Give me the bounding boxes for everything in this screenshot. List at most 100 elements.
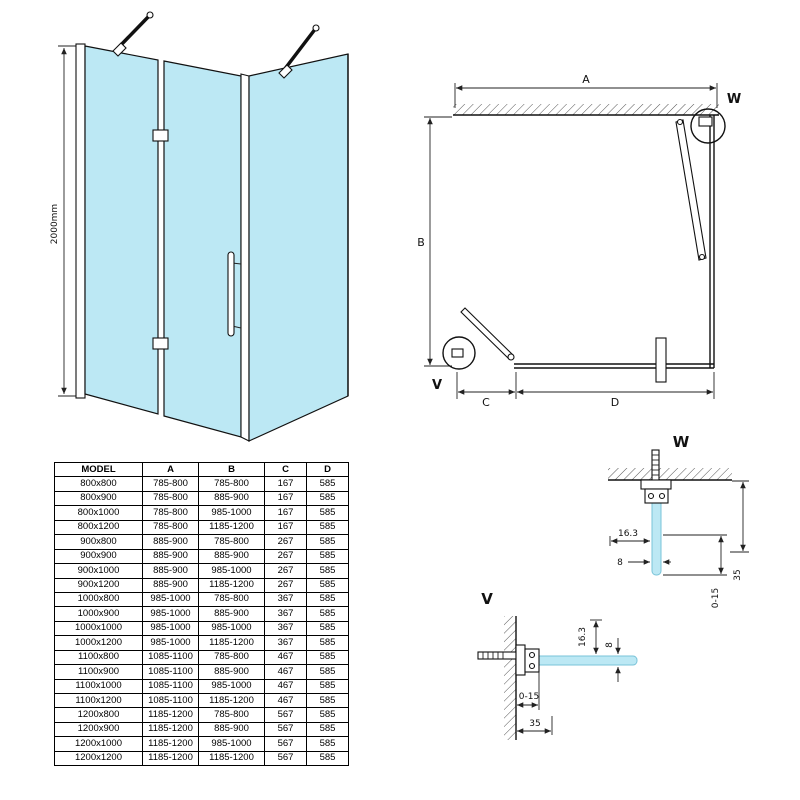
table-cell: 585 xyxy=(306,591,349,608)
detail-v-dim-35-label: 35 xyxy=(529,719,540,729)
table-cell: 267 xyxy=(264,563,307,579)
table-cell: 1100x1000 xyxy=(54,678,143,695)
table-cell: 1185-1200 xyxy=(198,635,265,651)
perspective-view: 2000mm xyxy=(50,11,349,442)
table-cell: 985-1000 xyxy=(142,606,199,622)
table-cell: 885-900 xyxy=(198,548,265,565)
column-header: C xyxy=(264,461,307,478)
dimension-d-label: D xyxy=(611,396,619,409)
detail-w-dim-8: 8 xyxy=(617,558,671,568)
corner-profile xyxy=(240,73,250,442)
detail-w-anchor-rod xyxy=(651,449,660,482)
detail-v-dim-015-label: 0-15 xyxy=(519,692,539,702)
table-cell: 585 xyxy=(306,606,349,622)
table-cell: 885-900 xyxy=(198,490,265,507)
door-glass-panel xyxy=(163,60,242,438)
detail-v-anchor-rod xyxy=(477,651,517,660)
table-cell: 585 xyxy=(306,490,349,507)
table-cell: 585 xyxy=(306,476,349,492)
support-bar-right xyxy=(278,24,320,79)
table-cell: 785-800 xyxy=(198,591,265,608)
detail-w-title: W xyxy=(673,433,690,451)
detail-w-marker: W xyxy=(690,92,741,144)
table-cell: 785-800 xyxy=(198,534,265,550)
column-header: D xyxy=(306,461,349,478)
table-cell: 367 xyxy=(264,606,307,622)
table-cell: 467 xyxy=(264,649,307,666)
table-cell: 1200x1000 xyxy=(54,736,143,752)
table-cell: 1100x800 xyxy=(54,649,143,666)
table-cell: 785-800 xyxy=(198,649,265,666)
detail-w-dim-163-label: 16.3 xyxy=(618,529,638,539)
detail-v-bracket xyxy=(515,644,540,676)
detail-w-view: W 16.3 8 xyxy=(608,433,749,608)
table-cell: 885-900 xyxy=(198,721,265,738)
detail-v-glass xyxy=(524,655,638,666)
table-cell: 585 xyxy=(306,534,349,550)
table-cell: 585 xyxy=(306,548,349,565)
detail-v-circle xyxy=(442,336,476,370)
table-cell: 985-1000 xyxy=(198,563,265,579)
table-cell: 1100x900 xyxy=(54,664,143,680)
table-cell: 1200x1200 xyxy=(54,750,143,767)
table-cell: 167 xyxy=(264,490,307,507)
detail-w-wall xyxy=(608,468,732,481)
support-bar-left xyxy=(112,11,154,57)
table-cell: 585 xyxy=(306,505,349,521)
dimension-a-label: A xyxy=(582,73,590,86)
table-cell: 1200x800 xyxy=(54,707,143,723)
table-cell: 467 xyxy=(264,692,307,709)
table-cell: 585 xyxy=(306,664,349,680)
table-cell: 985-1000 xyxy=(142,591,199,608)
table-cell: 167 xyxy=(264,519,307,536)
dimension-c-label: C xyxy=(482,396,490,409)
detail-v-dim-015: 0-15 xyxy=(517,672,540,710)
table-cell: 1085-1100 xyxy=(142,678,199,695)
front-glass-plan xyxy=(514,363,714,369)
table-cell: 900x1000 xyxy=(54,563,143,579)
dimension-b-label: B xyxy=(417,236,425,249)
table-cell: 785-800 xyxy=(198,476,265,492)
table-cell: 985-1000 xyxy=(198,620,265,637)
dimension-a: A xyxy=(454,73,718,108)
detail-w-bracket xyxy=(640,479,672,504)
detail-v-dim-163: 16.3 xyxy=(578,619,602,654)
table-cell: 1185-1200 xyxy=(198,577,265,593)
detail-w-dim-163: 16.3 xyxy=(609,529,650,546)
door-handle xyxy=(227,251,242,337)
plan-view: A B W xyxy=(417,73,741,409)
detail-v-title: V xyxy=(481,590,493,608)
table-cell: 585 xyxy=(306,577,349,593)
table-cell: 1000x900 xyxy=(54,606,143,622)
table-cell: 785-800 xyxy=(142,519,199,536)
detail-w-circle xyxy=(690,108,726,144)
table-cell: 585 xyxy=(306,692,349,709)
door-open-plan xyxy=(460,307,515,361)
table-cell: 885-900 xyxy=(142,548,199,565)
table-cell: 167 xyxy=(264,505,307,521)
table-cell: 267 xyxy=(264,577,307,593)
table-cell: 585 xyxy=(306,635,349,651)
table-cell: 785-800 xyxy=(198,707,265,723)
table-cell: 367 xyxy=(264,591,307,608)
detail-v-dim-35: 35 xyxy=(517,716,553,735)
table-cell: 900x1200 xyxy=(54,577,143,593)
table-cell: 1185-1200 xyxy=(142,707,199,723)
table-cell: 585 xyxy=(306,707,349,723)
table-cell: 800x800 xyxy=(54,476,143,492)
side-glass-plan xyxy=(709,115,715,368)
door-hinge-top xyxy=(152,129,169,142)
